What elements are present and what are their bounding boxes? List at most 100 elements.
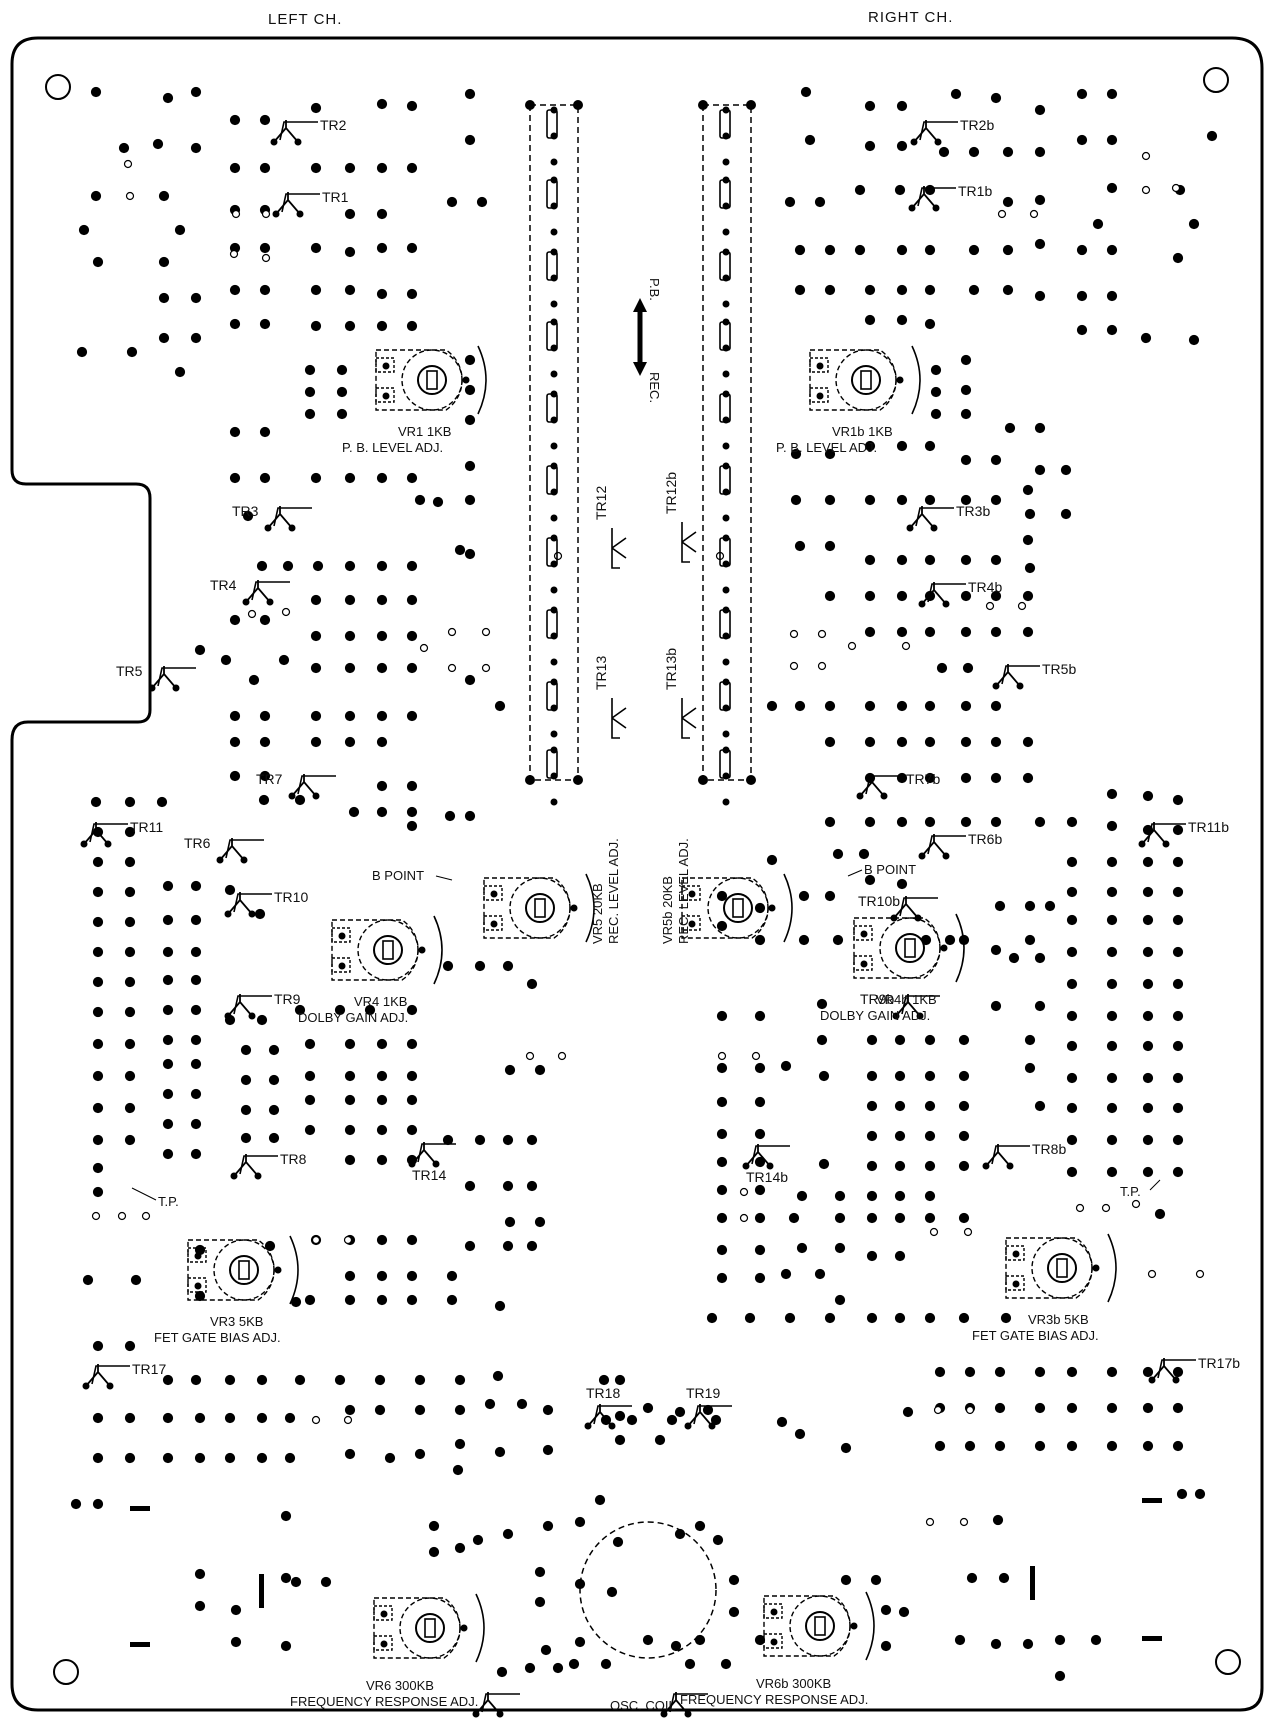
tr11b-transistor: TR11b bbox=[1138, 819, 1229, 848]
tr13-label: TR13 bbox=[593, 656, 609, 690]
tr4b-transistor: TR4b bbox=[918, 579, 1002, 608]
tr14b-transistor: TR14b bbox=[742, 1144, 790, 1185]
tr6-label: TR6 bbox=[184, 835, 211, 851]
b-point-right: B POINT bbox=[847, 862, 916, 877]
tr5b-label: TR5b bbox=[1042, 661, 1076, 677]
tr4b-label: TR4b bbox=[968, 579, 1002, 595]
tr10b-transistor: TR10b bbox=[858, 893, 938, 922]
vr1-function: P. B. LEVEL ADJ. bbox=[342, 440, 443, 455]
vr4b-name: VR4b 1KB bbox=[876, 992, 937, 1007]
vr5-name: VR5 20KB bbox=[590, 883, 605, 944]
tr18-label: TR18 bbox=[586, 1385, 620, 1401]
tr10b-label: TR10b bbox=[858, 893, 900, 909]
tr5-label: TR5 bbox=[116, 663, 143, 679]
tr5-transistor: TR5 bbox=[116, 663, 196, 692]
tr17-transistor: TR17 bbox=[82, 1361, 166, 1390]
tr11-transistor: TR11 bbox=[80, 819, 163, 848]
vr3b-name: VR3b 5KB bbox=[1028, 1312, 1089, 1327]
tr13b-transistor: TR13b bbox=[663, 648, 697, 739]
tr14-transistor: TR14 bbox=[408, 1142, 456, 1183]
tr2-transistor: TR2 bbox=[270, 117, 347, 146]
tr17b-transistor: TR17b bbox=[1148, 1355, 1240, 1384]
board-outline bbox=[10, 36, 1264, 1712]
vr4-name: VR4 1KB bbox=[354, 994, 407, 1009]
tr9b-transistor: TR9b bbox=[860, 991, 940, 1020]
vr1-name: VR1 1KB bbox=[398, 424, 451, 439]
tr2-label: TR2 bbox=[320, 117, 347, 133]
tr3-label: TR3 bbox=[232, 503, 259, 519]
tr3b-transistor: TR3b bbox=[906, 503, 990, 532]
tr13-transistor: TR13 bbox=[593, 656, 627, 739]
b-point-left: B POINT bbox=[372, 868, 453, 883]
left-channel-label: LEFT CH. bbox=[268, 11, 342, 28]
test-point-left: T.P. bbox=[131, 1187, 179, 1209]
tr12b-transistor: TR12b bbox=[663, 472, 697, 563]
tr6b-label: TR6b bbox=[968, 831, 1002, 847]
vr4b-function: DOLBY GAIN ADJ. bbox=[820, 1008, 930, 1023]
tr12-transistor: TR12 bbox=[593, 486, 627, 569]
tr18-transistor: TR18 bbox=[584, 1385, 632, 1430]
vr3b-function: FET GATE BIAS ADJ. bbox=[972, 1328, 1099, 1343]
tr12-label: TR12 bbox=[593, 486, 609, 520]
tr1-label: TR1 bbox=[322, 189, 349, 205]
tr19-transistor: TR19 bbox=[684, 1385, 732, 1430]
connector-strip-left bbox=[525, 100, 583, 806]
tr17-label: TR17 bbox=[132, 1361, 166, 1377]
pb-rec-arrow: P.B. REC. bbox=[633, 278, 662, 403]
tr3b-label: TR3b bbox=[956, 503, 990, 519]
tr1-transistor: TR1 bbox=[272, 189, 349, 218]
tr7b-transistor: TR7b bbox=[856, 771, 940, 800]
tr7-transistor: TR7 bbox=[256, 771, 336, 800]
tr7-label: TR7 bbox=[256, 771, 283, 787]
svg-text:T.P.: T.P. bbox=[158, 1194, 179, 1209]
tr8b-label: TR8b bbox=[1032, 1141, 1066, 1157]
tr4-label: TR4 bbox=[210, 577, 237, 593]
rec-label: REC. bbox=[647, 372, 662, 403]
tr3-transistor: TR3 bbox=[232, 503, 312, 532]
tr8b-transistor: TR8b bbox=[982, 1141, 1066, 1170]
tr11b-label: TR11b bbox=[1188, 819, 1229, 835]
vr6-function: FREQUENCY RESPONSE ADJ. bbox=[290, 1694, 478, 1709]
vr5b-function: REC. LEVEL ADJ. bbox=[676, 838, 691, 944]
tr9-label: TR9 bbox=[274, 991, 301, 1007]
vr6b-name: VR6b 300KB bbox=[756, 1676, 831, 1691]
tr16-transistor: TR16 bbox=[472, 1692, 520, 1718]
solder-pads bbox=[70, 86, 1218, 1682]
jumper-bars bbox=[130, 1498, 1162, 1647]
connector-strip-right bbox=[698, 100, 756, 806]
osc-coil: OSC. COIL bbox=[579, 1521, 717, 1713]
svg-text:T.P.: T.P. bbox=[1120, 1184, 1141, 1199]
tr7b-label: TR7b bbox=[906, 771, 940, 787]
tr1b-label: TR1b bbox=[958, 183, 992, 199]
vr1b-function: P. B. LEVEL ADJ. bbox=[776, 440, 877, 455]
tr14-label: TR14 bbox=[412, 1167, 446, 1183]
tr4-transistor: TR4 bbox=[210, 577, 290, 606]
vr6-name: VR6 300KB bbox=[366, 1678, 434, 1693]
tr12b-label: TR12b bbox=[663, 472, 679, 514]
tr14b-label: TR14b bbox=[746, 1169, 788, 1185]
svg-text:B POINT: B POINT bbox=[864, 862, 916, 877]
right-channel-label: RIGHT CH. bbox=[868, 9, 953, 26]
vr5b-name: VR5b 20KB bbox=[660, 876, 675, 944]
tr5b-transistor: TR5b bbox=[992, 661, 1076, 690]
test-point-right: T.P. bbox=[1120, 1179, 1161, 1199]
tr6b-transistor: TR6b bbox=[918, 831, 1002, 860]
tr10-label: TR10 bbox=[274, 889, 308, 905]
tr9b-label: TR9b bbox=[860, 991, 894, 1007]
tr8-label: TR8 bbox=[280, 1151, 307, 1167]
tr8-transistor: TR8 bbox=[230, 1151, 307, 1180]
tr11-label: TR11 bbox=[130, 819, 163, 835]
vr6b-function: FREQUENCY RESPONSE ADJ. bbox=[680, 1692, 868, 1707]
